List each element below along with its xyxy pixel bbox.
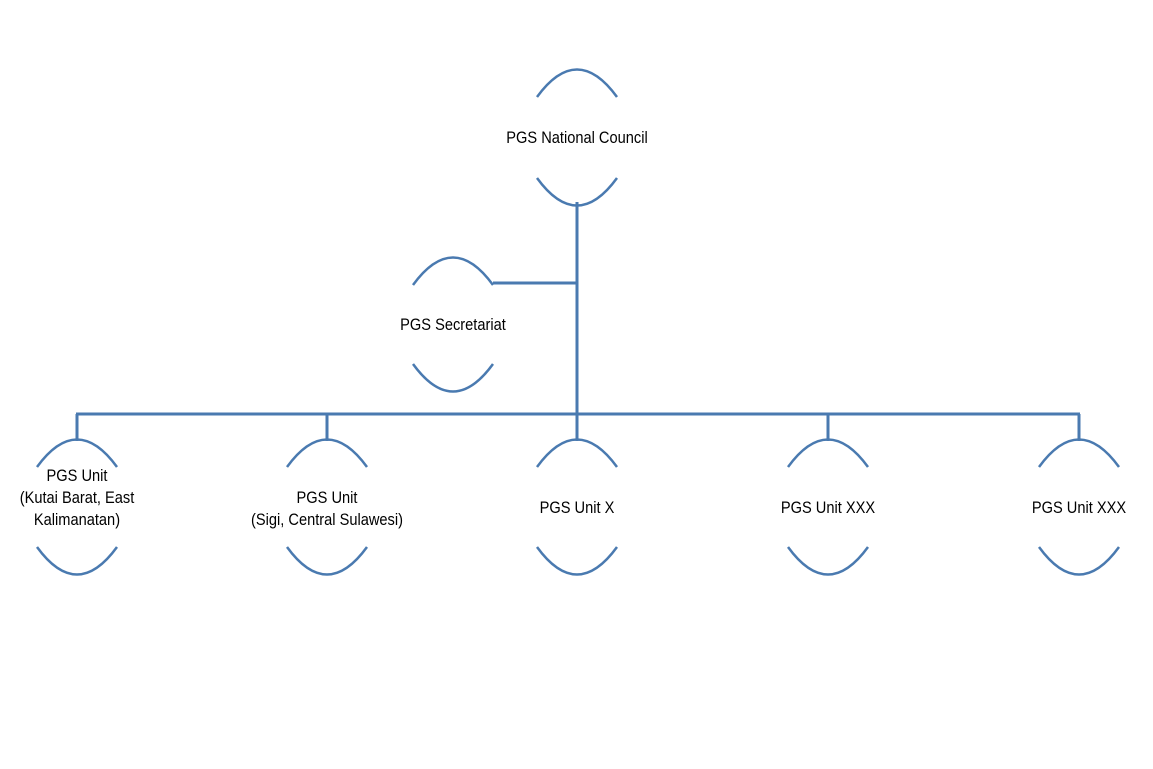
unit-1-label-line: (Kutai Barat, East xyxy=(19,488,135,507)
unit-3-top-arc xyxy=(535,438,619,468)
secretariat-top-arc xyxy=(411,256,495,286)
council-top-arc xyxy=(535,68,619,98)
unit-2-node-shape xyxy=(285,438,369,576)
unit-4-node-shape xyxy=(786,438,870,576)
unit-3-node-label: PGS Unit X xyxy=(500,497,655,519)
unit-1-node-label: PGS Unit (Kutai Barat, East Kalimanatan) xyxy=(0,465,154,531)
unit-1-node-shape xyxy=(35,438,119,576)
unit-2-node-label: PGS Unit (Sigi, Central Sulawesi) xyxy=(241,487,413,531)
unit-4-label-line: PGS Unit XXX xyxy=(780,498,876,517)
unit-4-top-arc xyxy=(786,438,870,468)
secretariat-bottom-arc xyxy=(411,363,495,393)
council-node-label: PGS National Council xyxy=(491,127,663,149)
council-label-line: PGS National Council xyxy=(506,128,648,147)
unit-5-top-arc xyxy=(1037,438,1121,468)
unit-4-bottom-arc xyxy=(786,546,870,576)
unit-2-bottom-arc xyxy=(285,546,369,576)
unit-1-top-arc xyxy=(35,438,119,468)
secretariat-label-line: PGS Secretariat xyxy=(400,315,506,334)
unit-1-label-line: Kalimanatan) xyxy=(33,510,121,529)
unit-4-node-label: PGS Unit XXX xyxy=(751,497,906,519)
secretariat-node-label: PGS Secretariat xyxy=(376,314,531,336)
unit-5-bottom-arc xyxy=(1037,546,1121,576)
unit-2-label-line: (Sigi, Central Sulawesi) xyxy=(251,510,403,529)
secretariat-node-shape xyxy=(411,256,495,393)
unit-2-label-line: PGS Unit xyxy=(296,488,358,507)
unit-3-label-line: PGS Unit X xyxy=(539,498,615,517)
unit-1-bottom-arc xyxy=(35,546,119,576)
unit-1-label-line: PGS Unit xyxy=(46,466,108,485)
unit-3-bottom-arc xyxy=(535,546,619,576)
unit-2-top-arc xyxy=(285,438,369,468)
unit-5-label-line: PGS Unit XXX xyxy=(1031,498,1127,517)
council-node-shape xyxy=(535,68,619,207)
unit-3-node-shape xyxy=(535,438,619,576)
unit-5-node-shape xyxy=(1037,438,1121,576)
unit-5-node-label: PGS Unit XXX xyxy=(1002,497,1153,519)
council-bottom-arc xyxy=(535,177,619,207)
